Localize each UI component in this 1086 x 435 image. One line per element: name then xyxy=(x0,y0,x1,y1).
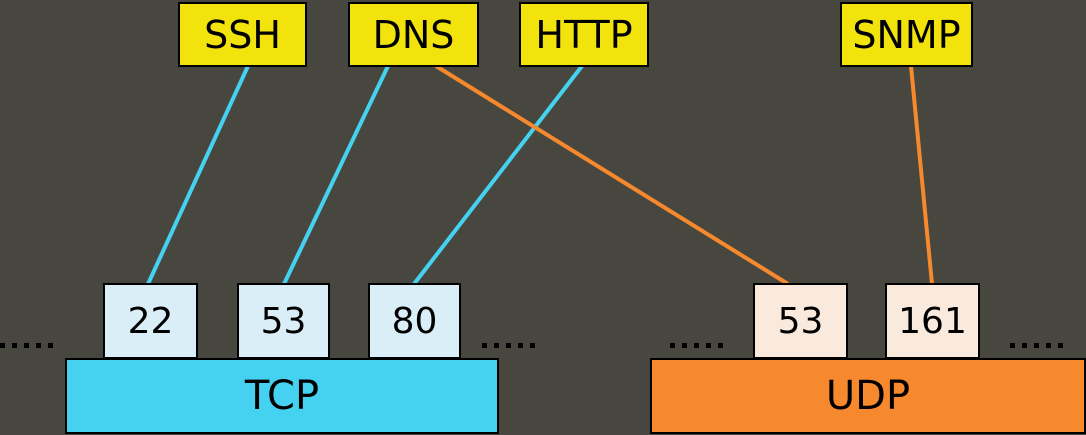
more-ports-dots-right-of-udp xyxy=(1010,343,1066,348)
udp-port-number-161: 161 xyxy=(898,300,967,342)
protocol-label-http: HTTP xyxy=(535,12,633,57)
connection-http-tcp80 xyxy=(412,64,584,286)
udp-bar-label: UDP xyxy=(825,373,911,419)
udp-bar: UDP xyxy=(650,358,1086,434)
udp-port-box-53: 53 xyxy=(753,283,848,359)
tcp-port-number-53: 53 xyxy=(260,300,307,342)
connection-dns-udp53 xyxy=(434,64,790,286)
tcp-port-box-53: 53 xyxy=(237,283,330,359)
more-ports-dots-left-of-tcp xyxy=(0,343,56,348)
udp-port-number-53: 53 xyxy=(777,300,824,342)
connection-snmp-udp161 xyxy=(909,65,934,285)
udp-port-box-161: 161 xyxy=(885,283,980,359)
tcp-bar: TCP xyxy=(65,358,499,434)
connection-ssh-tcp22 xyxy=(146,65,250,285)
tcp-port-number-80: 80 xyxy=(391,300,438,342)
tcp-port-box-80: 80 xyxy=(368,283,461,359)
more-ports-dots-left-of-udp xyxy=(670,343,726,348)
tcp-port-number-22: 22 xyxy=(127,300,174,342)
more-ports-dots-right-of-tcp xyxy=(482,343,538,348)
protocol-box-snmp: SNMP xyxy=(840,2,973,67)
protocol-label-snmp: SNMP xyxy=(852,12,961,57)
protocol-box-http: HTTP xyxy=(519,2,649,67)
protocol-box-dns: DNS xyxy=(348,2,479,67)
protocol-box-ssh: SSH xyxy=(178,2,307,67)
tcp-port-box-22: 22 xyxy=(103,283,198,359)
protocol-label-ssh: SSH xyxy=(204,12,281,57)
tcp-bar-label: TCP xyxy=(244,373,320,419)
connection-dns-tcp53 xyxy=(282,65,390,285)
protocol-label-dns: DNS xyxy=(372,12,455,57)
